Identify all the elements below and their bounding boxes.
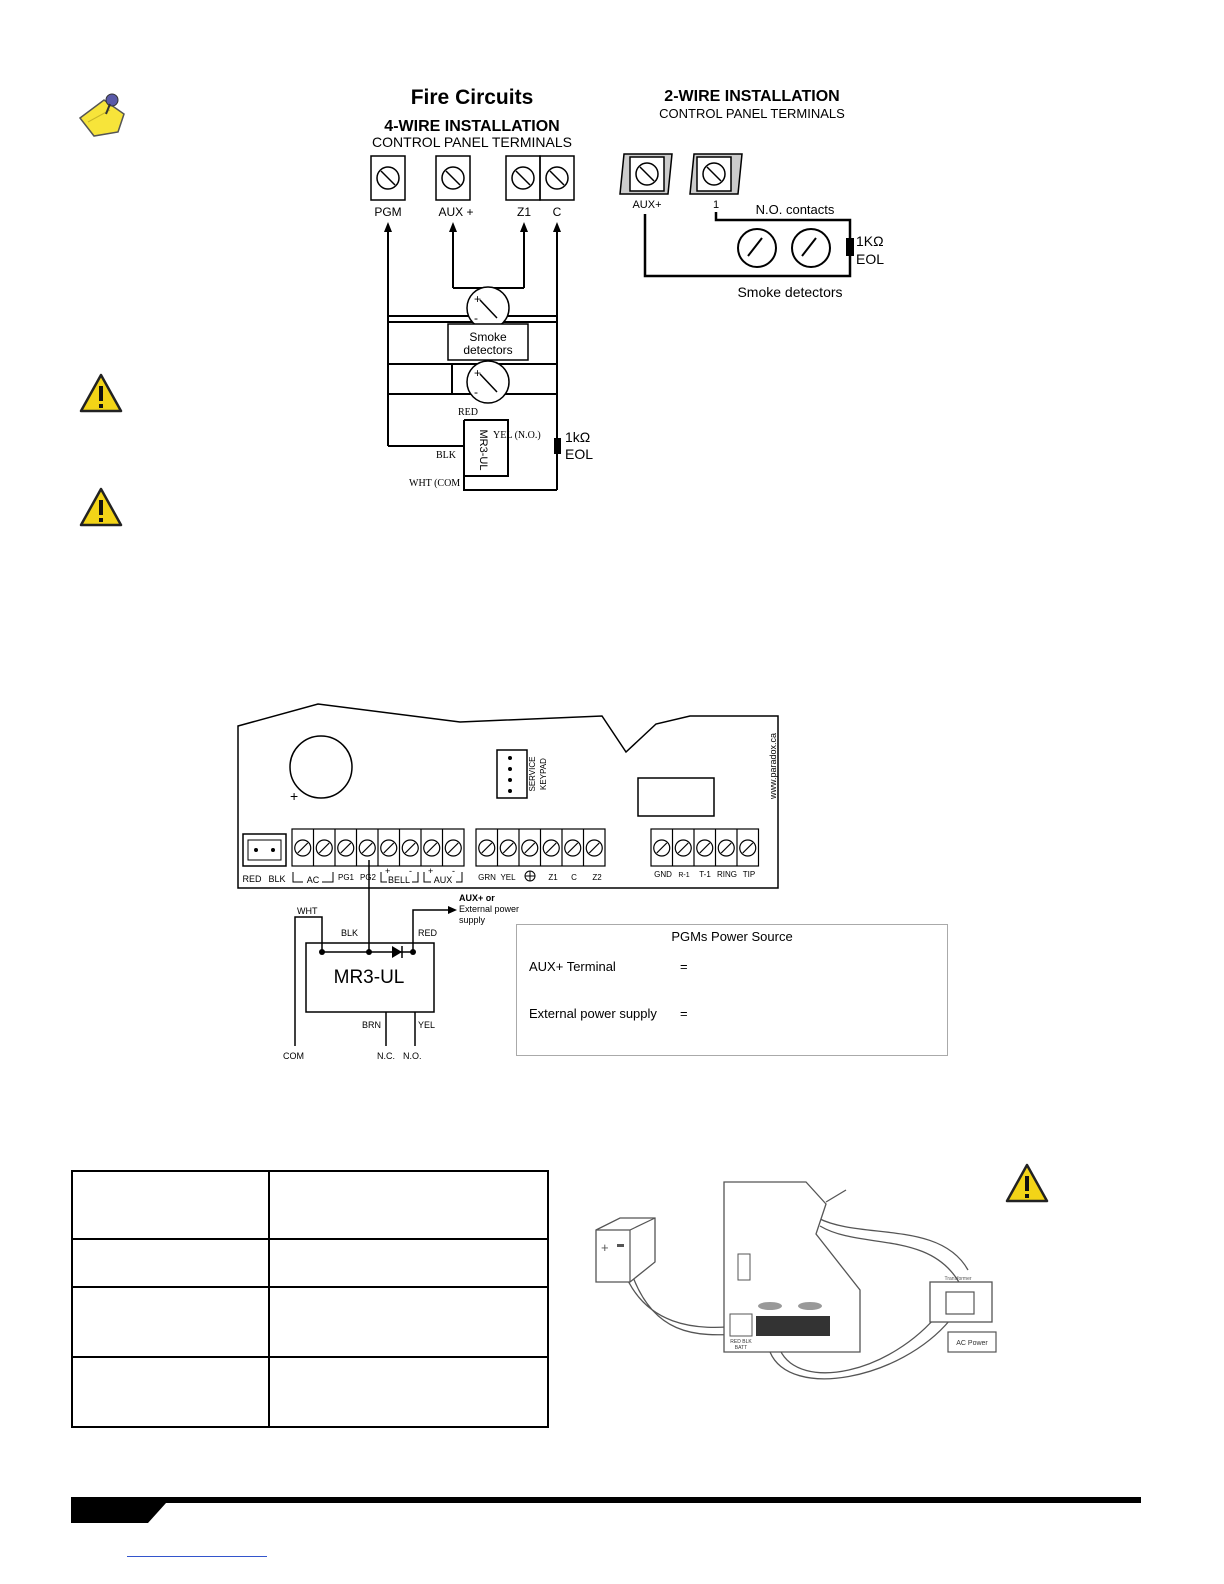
svg-text:External power: External power <box>459 904 519 914</box>
svg-text:+: + <box>601 1240 609 1255</box>
pgm-row2-eq: = <box>680 1006 688 1021</box>
table-cell <box>71 1238 270 1288</box>
svg-text:1KΩ: 1KΩ <box>856 233 884 249</box>
svg-text:+: + <box>290 788 298 804</box>
four-wire-subheading: CONTROL PANEL TERMINALS <box>372 134 572 150</box>
warning-icon <box>79 487 123 527</box>
svg-text:WHT: WHT <box>297 906 318 916</box>
power-illustration: + RED BLK BATT Transformer AC Power <box>595 1181 997 1380</box>
table-cell <box>71 1286 270 1358</box>
svg-text:GND: GND <box>654 870 672 879</box>
svg-text:RED: RED <box>418 928 438 938</box>
table-cell <box>268 1286 549 1358</box>
svg-text:RING: RING <box>717 870 737 879</box>
svg-text:EOL: EOL <box>565 446 593 462</box>
pgm-row1-eq: = <box>680 959 688 974</box>
svg-text:R-1: R-1 <box>678 872 689 879</box>
terminal-label: C <box>553 205 562 219</box>
svg-text:PG1: PG1 <box>338 873 355 882</box>
footer-bar <box>71 1497 1141 1523</box>
svg-text:KEYPAD: KEYPAD <box>539 758 548 790</box>
warning-icon <box>1005 1163 1049 1203</box>
table-cell <box>71 1170 270 1240</box>
pgm-source-box: PGMs Power Source AUX+ Terminal = Extern… <box>516 924 948 1056</box>
four-wire-diagram: Fire Circuits 4-WIRE INSTALLATION CONTRO… <box>370 86 593 491</box>
four-wire-heading: 4-WIRE INSTALLATION <box>384 118 559 135</box>
table-cell <box>268 1238 549 1288</box>
fire-circuits-title: Fire Circuits <box>411 86 534 109</box>
two-wire-heading: 2-WIRE INSTALLATION <box>664 88 839 105</box>
svg-text:N.O. contacts: N.O. contacts <box>756 202 835 217</box>
svg-text:AUX: AUX <box>434 875 453 885</box>
svg-text:N.O.: N.O. <box>403 1051 422 1061</box>
table-cell <box>268 1356 549 1428</box>
panel-diagram: + SERVICE KEYPAD www.paradox.ca RED BLK … <box>237 703 779 1061</box>
svg-text:AC: AC <box>307 875 320 885</box>
svg-text:Z2: Z2 <box>592 873 602 882</box>
svg-text:YEL: YEL <box>418 1020 435 1030</box>
svg-text:BRN: BRN <box>362 1020 381 1030</box>
svg-text:1kΩ: 1kΩ <box>565 429 590 445</box>
svg-text:+: + <box>474 292 481 306</box>
svg-text:Smoke detectors: Smoke detectors <box>737 284 842 300</box>
svg-text:BLK: BLK <box>341 928 358 938</box>
terminal-label: Z1 <box>517 205 531 219</box>
table-cell <box>268 1170 549 1240</box>
svg-text:YEL: YEL <box>500 873 516 882</box>
svg-text:C: C <box>571 873 577 882</box>
svg-text:BLK: BLK <box>436 450 457 461</box>
svg-text:AUX+ or: AUX+ or <box>459 893 495 903</box>
terminal-label: PGM <box>374 205 401 219</box>
svg-text:GRN: GRN <box>478 873 496 882</box>
svg-text:T-1: T-1 <box>699 870 711 879</box>
smoke-label: detectors <box>463 343 512 357</box>
svg-text:COM: COM <box>283 1051 304 1061</box>
svg-text:BATT: BATT <box>735 1345 747 1351</box>
terminal-label: AUX + <box>438 205 473 219</box>
terminal-label: AUX+ <box>632 199 661 211</box>
svg-text:EOL: EOL <box>856 251 884 267</box>
pgm-row2-label: External power supply <box>529 1006 657 1021</box>
svg-text:N.C.: N.C. <box>377 1051 395 1061</box>
warning-icon <box>79 373 123 413</box>
svg-text:Transformer: Transformer <box>944 1276 971 1282</box>
svg-text:Z1: Z1 <box>548 873 558 882</box>
svg-text:RED: RED <box>458 407 478 418</box>
footer-link[interactable] <box>127 1556 267 1557</box>
svg-text:AC Power: AC Power <box>956 1340 988 1347</box>
table-cell <box>71 1356 270 1428</box>
pgm-source-title: PGMs Power Source <box>671 929 793 944</box>
svg-text:SERVICE: SERVICE <box>528 757 537 792</box>
svg-text:-: - <box>474 385 478 399</box>
svg-text:MR3-UL: MR3-UL <box>477 430 489 471</box>
svg-text:supply: supply <box>459 915 486 925</box>
svg-text:+: + <box>428 866 433 876</box>
svg-text:WHT (COM: WHT (COM <box>409 478 460 489</box>
svg-text:BLK: BLK <box>268 874 285 884</box>
two-wire-diagram: 2-WIRE INSTALLATION CONTROL PANEL TERMIN… <box>619 88 884 300</box>
svg-text:MR3-UL: MR3-UL <box>334 967 405 988</box>
svg-text:+: + <box>474 366 481 380</box>
terminal-label: 1 <box>713 199 719 211</box>
svg-text:-: - <box>474 311 478 325</box>
pgm-row1-label: AUX+ Terminal <box>529 959 616 974</box>
two-wire-subheading: CONTROL PANEL TERMINALS <box>659 106 845 121</box>
svg-text:RED BLK: RED BLK <box>730 1339 752 1345</box>
svg-text:YEL (N.O.): YEL (N.O.) <box>493 430 541 441</box>
svg-text:+: + <box>385 866 390 876</box>
svg-text:BELL: BELL <box>388 875 410 885</box>
svg-text:-: - <box>409 866 412 876</box>
website-label: www.paradox.ca <box>768 733 778 800</box>
svg-text:RED: RED <box>242 874 262 884</box>
note-icon <box>78 93 125 137</box>
info-table <box>71 1170 549 1428</box>
smoke-label: Smoke <box>469 330 507 344</box>
svg-text:-: - <box>452 866 455 876</box>
svg-text:TIP: TIP <box>743 870 755 879</box>
